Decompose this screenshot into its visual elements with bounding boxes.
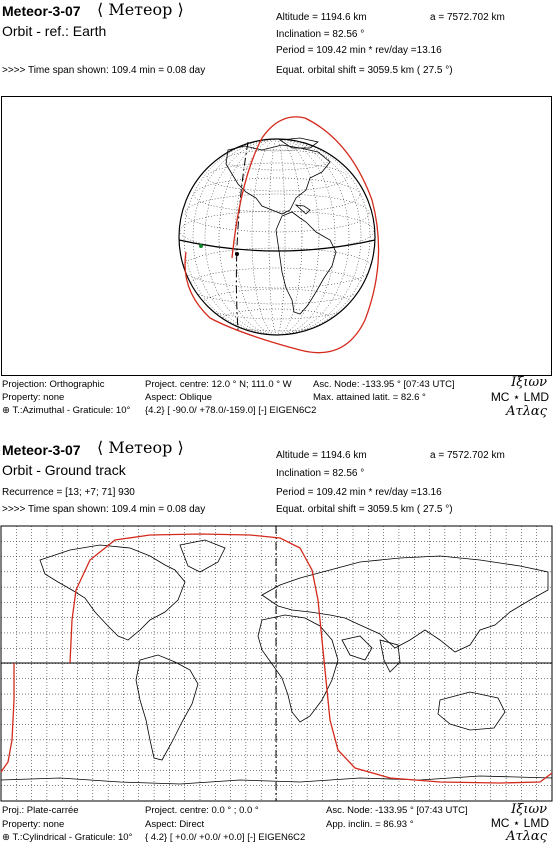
time-span-label-2: >>>> Time span shown: 109.4 min = 0.08 d…	[2, 504, 206, 515]
projection-centre-label-2: Project. centre: 0.0 ° ; 0.0 °	[145, 805, 259, 816]
semi-major-axis-value: a = 7572.702 km	[430, 12, 505, 23]
crosshair-icon: ⊕	[2, 832, 13, 843]
altitude-value: Altitude = 1194.6 km	[276, 12, 367, 23]
globe-view-frame	[1, 96, 552, 376]
satellite-title: Meteor-3-07	[2, 3, 81, 19]
ascending-node-label: Asc. Node: -133.95 ° [07:43 UTC]	[313, 379, 455, 390]
logo-atlas: Ατλας	[506, 404, 547, 419]
semi-major-axis-value-2: a = 7572.702 km	[430, 450, 505, 461]
inclination-value: Inclination = 82.56 °	[276, 29, 365, 40]
recurrence-label: Recurrence = [13; +7; 71] 930	[2, 487, 135, 498]
apparent-inclination-label: App. inclin. = 86.93 °	[326, 819, 414, 830]
logo-mc-lmd-2: MC ⋆ LMD	[490, 816, 549, 830]
logo-ixion-2: Ιξιων	[511, 802, 547, 817]
logo-ixion: Ιξιων	[511, 375, 547, 390]
inclination-value-2: Inclination = 82.56 °	[276, 468, 365, 479]
equatorial-shift-value-2: Equat. orbital shift = 3059.5 km ( 27.5 …	[276, 504, 453, 515]
satellite-title-2: Meteor-3-07	[2, 442, 81, 458]
time-span-label: >>>> Time span shown: 109.4 min = 0.08 d…	[2, 65, 206, 76]
graticule-label-2: ⊕ T.:Cylindrical - Graticule: 10°	[2, 832, 133, 843]
orbit-reference-label: Orbit - ref.: Earth	[2, 23, 107, 39]
ascending-node-label-2: Asc. Node: -133.95 ° [07:43 UTC]	[326, 805, 468, 816]
parameters-label-2: { 4.2} [ +0.0/ +0.0/ +0.0] [-] EIGEN6C2	[145, 832, 306, 843]
projection-label-2: Proj.: Plate-carrée	[2, 805, 79, 816]
logo-mc-lmd: MC ⋆ LMD	[490, 390, 549, 404]
projection-centre-label: Project. centre: 12.0 ° N; 111.0 ° W	[145, 379, 292, 390]
altitude-value-2: Altitude = 1194.6 km	[276, 450, 367, 461]
ground-track-label: Orbit - Ground track	[2, 462, 126, 478]
property-label-2: Property: none	[2, 819, 65, 830]
satellite-name-cyrillic: ⟨ Метеор ⟩	[97, 0, 184, 19]
period-value: Period = 109.42 min * rev/day =13.16	[276, 45, 442, 56]
equatorial-shift-value: Equat. orbital shift = 3059.5 km ( 27.5 …	[276, 65, 453, 76]
satellite-name-cyrillic-2: ⟨ Метеор ⟩	[97, 438, 184, 457]
logo-atlas-2: Ατλας	[506, 829, 547, 844]
property-label: Property: none	[2, 392, 65, 403]
aspect-label: Aspect: Oblique	[145, 392, 213, 403]
parameters-label: {4.2} [ -90.0/ +78.0/-159.0] [-] EIGEN6C…	[145, 405, 317, 416]
aspect-label-2: Aspect: Direct	[145, 819, 205, 830]
projection-label: Projection: Orthographic	[2, 379, 105, 390]
crosshair-icon: ⊕	[2, 405, 13, 416]
max-latitude-label: Max. attained latit. = 82.6 °	[313, 392, 426, 403]
graticule-label: ⊕ T.:Azimuthal - Graticule: 10°	[2, 405, 131, 416]
period-value-2: Period = 109.42 min * rev/day =13.16	[276, 487, 442, 498]
